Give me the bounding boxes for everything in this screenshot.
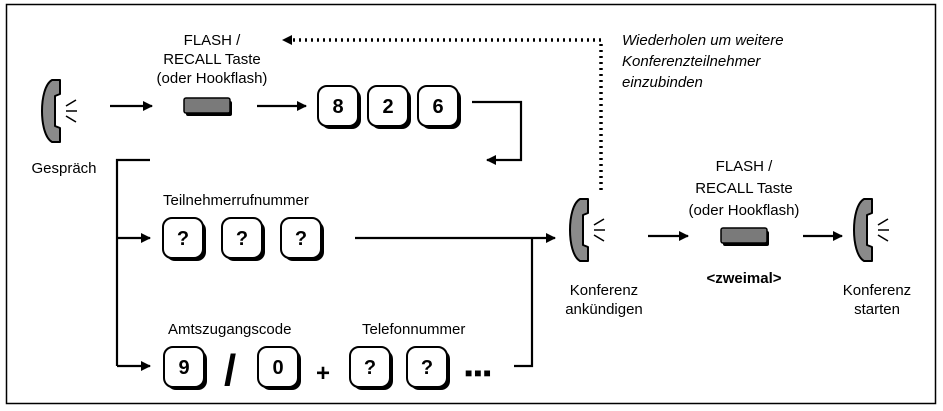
key-q4: ? <box>349 346 394 391</box>
phone-handset-icon <box>853 198 890 262</box>
flash-key-icon <box>183 97 233 117</box>
connector-line <box>514 238 534 368</box>
konferenz-ankuendigen-2: ankündigen <box>565 301 643 318</box>
repeat-note-2: Konferenzteilnehmer <box>622 53 761 70</box>
key-8-label: 8 <box>332 96 343 118</box>
repeat-note-3: einzubinden <box>622 74 703 91</box>
key-0: 0 <box>257 346 302 391</box>
key-9-label: 9 <box>178 357 189 379</box>
gespraech-label: Gespräch <box>31 160 96 177</box>
key-2: 2 <box>367 85 412 130</box>
key-0-label: 0 <box>272 357 283 379</box>
repeat-dotted-line <box>282 35 603 190</box>
flash-top-label-1: FLASH / <box>184 32 242 49</box>
key-q5-label: ? <box>421 357 433 379</box>
key-6: 6 <box>417 85 462 130</box>
key-q5: ? <box>406 346 451 391</box>
key-6-label: 6 <box>432 96 443 118</box>
key-q3: ? <box>280 217 325 262</box>
key-8: 8 <box>317 85 362 130</box>
flash-top-label-3: (oder Hookflash) <box>157 70 268 87</box>
repeat-note-1: Wiederholen um weitere <box>622 32 784 49</box>
slash-symbol: / <box>224 346 236 395</box>
phone-handset-icon <box>569 198 606 262</box>
flash-right-label-1: FLASH / <box>716 158 774 175</box>
konferenz-ankuendigen-1: Konferenz <box>570 282 638 299</box>
konferenz-starten-2: starten <box>854 301 900 318</box>
phone-handset-icon <box>41 79 78 143</box>
telefonnummer-label: Telefonnummer <box>362 321 465 338</box>
ellipsis-symbol: ■■■ <box>465 366 493 380</box>
flash-key-icon <box>720 227 770 247</box>
plus-symbol: + <box>316 360 330 387</box>
outer-frame <box>5 3 937 405</box>
key-q1: ? <box>162 217 207 262</box>
flash-right-label-2: RECALL Taste <box>695 180 793 197</box>
zweimal-label: <zweimal> <box>706 270 781 287</box>
branch-line <box>115 158 150 366</box>
teilnehmer-label: Teilnehmerrufnummer <box>163 192 309 209</box>
konferenz-starten-1: Konferenz <box>843 282 911 299</box>
key-9: 9 <box>163 346 208 391</box>
key-2-label: 2 <box>382 96 393 118</box>
key-q1-label: ? <box>177 228 189 250</box>
key-q3-label: ? <box>295 228 307 250</box>
amtszugang-label: Amtszugangscode <box>168 321 291 338</box>
key-q2-label: ? <box>236 228 248 250</box>
flash-right-label-3: (oder Hookflash) <box>689 202 800 219</box>
return-arrow <box>472 100 523 165</box>
flash-top-label-2: RECALL Taste <box>163 51 261 68</box>
key-q2: ? <box>221 217 266 262</box>
key-q4-label: ? <box>364 357 376 379</box>
